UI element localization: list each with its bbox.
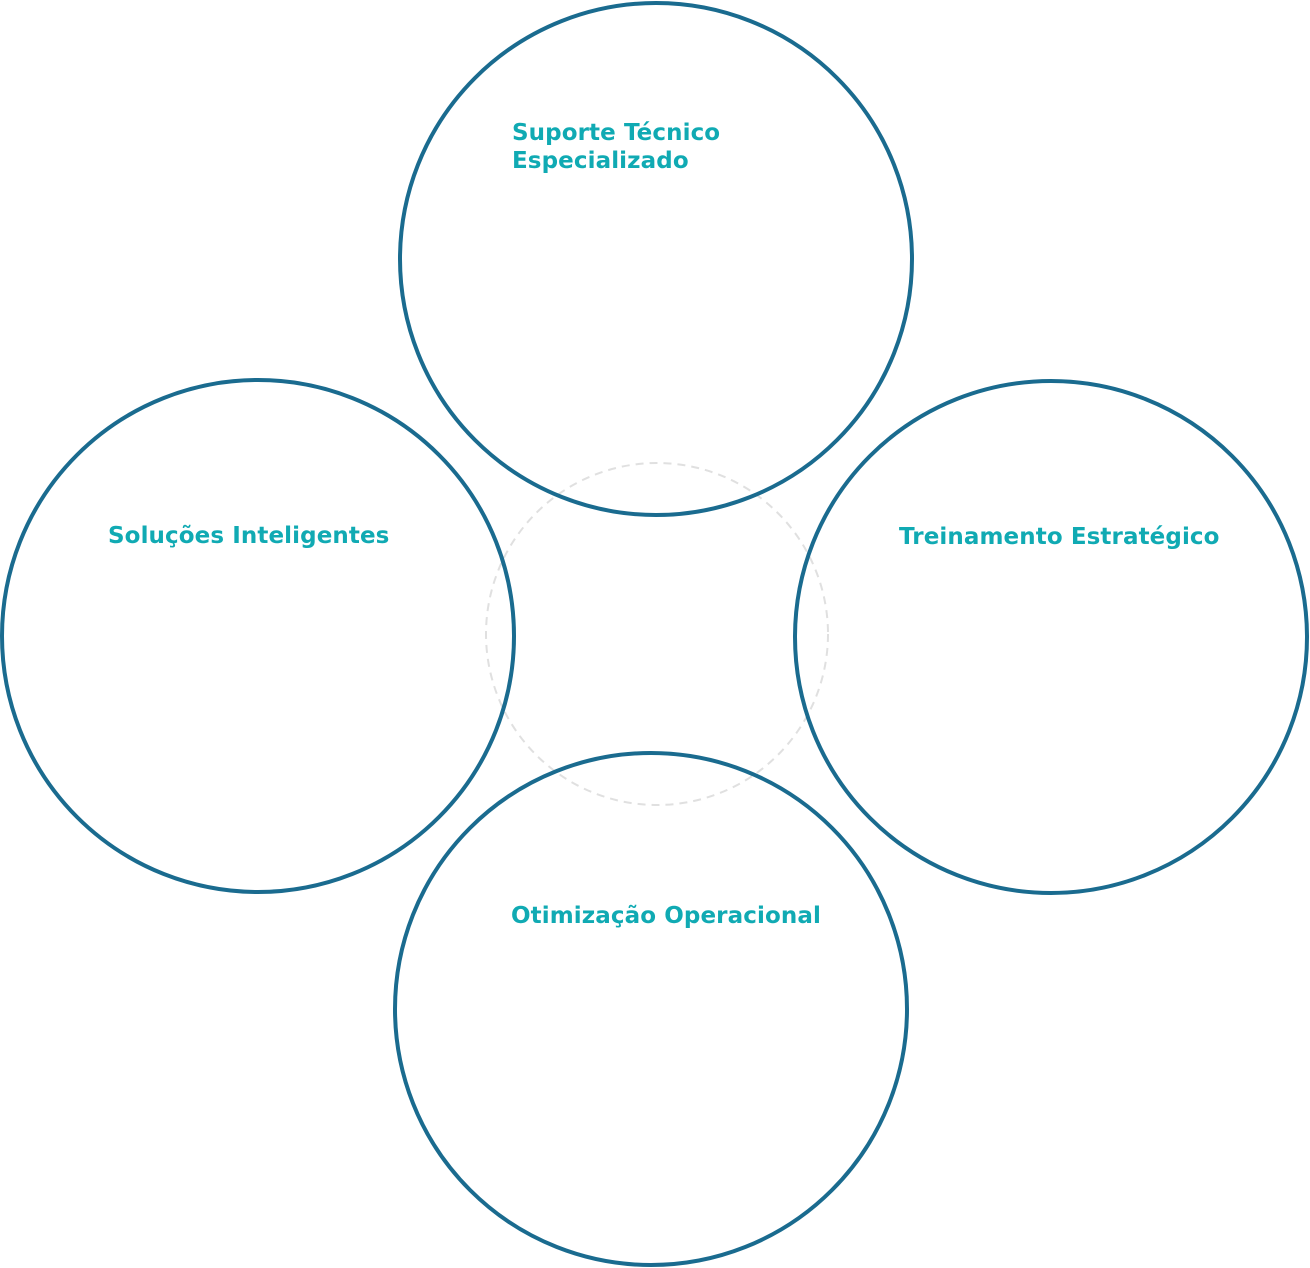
label-bottom-line-1: Otimização Operacional — [511, 903, 821, 929]
label-otimizacao-operacional: Otimização Operacional — [511, 902, 821, 930]
circle-right — [793, 379, 1309, 895]
circle-left — [0, 378, 516, 894]
label-top-line-1: Suporte Técnico — [512, 120, 721, 146]
label-solucoes-inteligentes: Soluções Inteligentes — [108, 522, 389, 550]
circle-top — [398, 1, 914, 517]
label-left-line-1: Soluções Inteligentes — [108, 523, 390, 549]
circle-bottom — [393, 751, 909, 1267]
center-dashed-circle — [485, 462, 829, 806]
label-right-line-1: Treinamento Estratégico — [899, 524, 1220, 550]
label-suporte-tecnico: Suporte Técnico Especializado — [512, 119, 720, 175]
label-top-line-2: Especializado — [512, 148, 689, 174]
label-treinamento-estrategico: Treinamento Estratégico — [899, 523, 1220, 551]
